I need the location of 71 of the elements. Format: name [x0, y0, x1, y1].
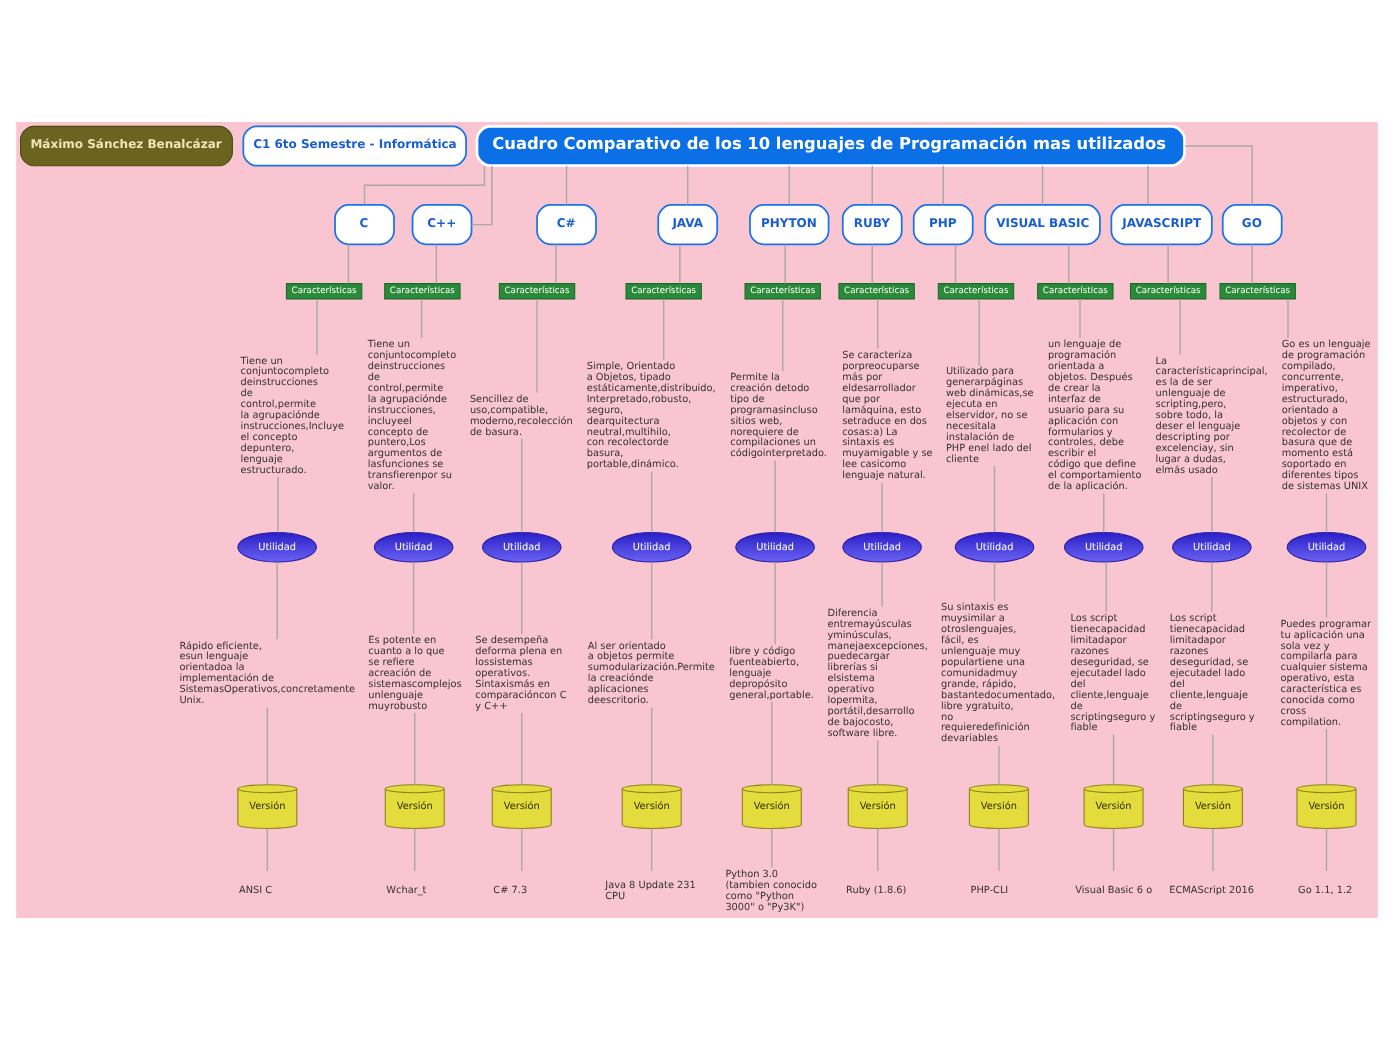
connector: [877, 298, 879, 350]
connector: [998, 745, 1000, 786]
connector: [1184, 145, 1253, 206]
connector: [1251, 243, 1253, 285]
connector: [774, 459, 776, 534]
connector: [771, 701, 773, 786]
connector: [651, 706, 653, 786]
connector: [412, 492, 415, 534]
connector: [1211, 476, 1213, 534]
connector: [1179, 298, 1181, 356]
connector: [1212, 733, 1214, 786]
connector: [1103, 492, 1105, 534]
connector: [651, 470, 653, 534]
connector: [871, 243, 873, 285]
connector: [774, 561, 776, 646]
connector: [555, 243, 557, 285]
node-box: Cuadro Comparativo de los 10 lenguajes de Programación mas utilizados: [475, 125, 1186, 168]
connector: [420, 298, 423, 339]
connector: [536, 298, 538, 394]
connector: [470, 165, 493, 226]
connector: [1041, 165, 1044, 206]
connector: [993, 561, 996, 602]
connector: [1068, 243, 1070, 285]
connector: [1105, 561, 1107, 613]
connector: [277, 476, 279, 534]
connector: [942, 165, 944, 206]
connector: [1287, 298, 1289, 339]
connector: [521, 561, 523, 635]
connector: [1211, 561, 1213, 613]
connector: [414, 828, 416, 872]
connector: [412, 561, 415, 635]
connector: [1325, 828, 1328, 872]
connector: [316, 298, 318, 356]
connector: [266, 706, 269, 786]
connector: [782, 298, 784, 372]
connector: [521, 438, 523, 534]
connector: [521, 712, 523, 786]
connector: [1147, 165, 1149, 206]
connector: [788, 165, 790, 206]
connector: [266, 828, 269, 872]
connector: [679, 243, 681, 285]
connector: [276, 561, 278, 641]
connector: [877, 739, 879, 786]
connector: [347, 243, 350, 285]
connector: [881, 481, 883, 534]
connector: [1079, 298, 1081, 339]
connector: [871, 165, 873, 206]
connector: [877, 828, 879, 872]
connector: [651, 828, 653, 872]
connector: [651, 561, 653, 641]
connector: [771, 828, 773, 869]
connector: [565, 165, 568, 206]
connector: [1325, 561, 1328, 619]
connector: [521, 828, 523, 872]
connector: [435, 243, 437, 285]
connector: [978, 298, 980, 367]
connector: [998, 828, 1000, 872]
connector: [1112, 828, 1115, 872]
connector: [881, 561, 883, 608]
connector: [363, 165, 486, 206]
connector: [663, 298, 665, 361]
connector: [1212, 828, 1214, 872]
connector: [1325, 728, 1328, 786]
connector: [687, 165, 689, 206]
connector: [1325, 492, 1328, 534]
connector: [784, 243, 786, 285]
connector: [954, 243, 957, 285]
connector: [1112, 733, 1115, 786]
connector: [993, 465, 996, 534]
connector: [414, 712, 416, 786]
connector: [1167, 243, 1169, 285]
